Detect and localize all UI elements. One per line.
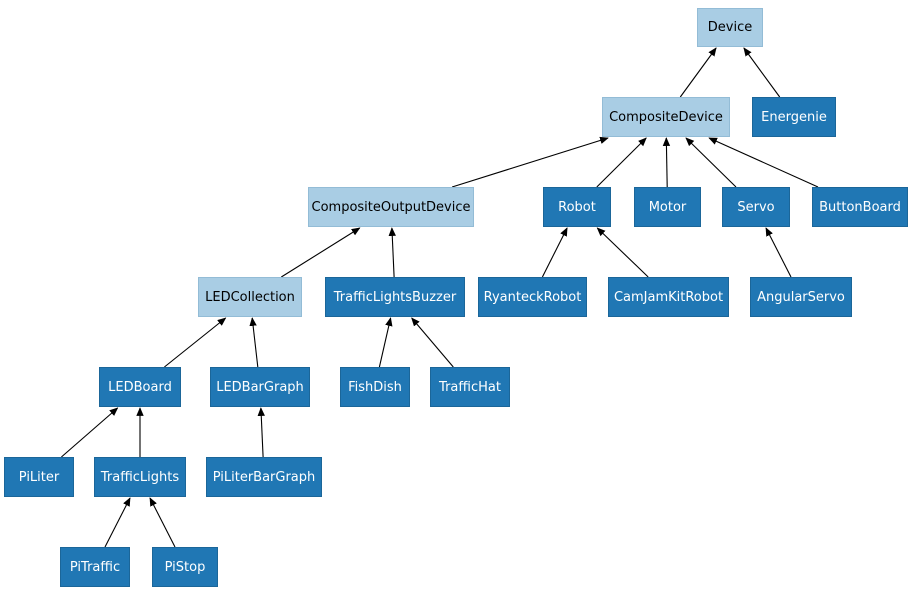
- node-TrafficLights: TrafficLights: [94, 457, 186, 497]
- node-LEDBoard: LEDBoard: [99, 367, 181, 407]
- node-label: CamJamKitRobot: [613, 289, 724, 305]
- node-TrafficLightsBuzzer: TrafficLightsBuzzer: [325, 277, 465, 317]
- node-PiLiterBarGraph: PiLiterBarGraph: [206, 457, 322, 497]
- node-FishDish: FishDish: [340, 367, 410, 407]
- node-TrafficHat: TrafficHat: [430, 367, 510, 407]
- node-label: FishDish: [348, 379, 402, 395]
- node-Device: Device: [697, 8, 763, 47]
- node-label: ButtonBoard: [819, 199, 901, 215]
- node-Robot: Robot: [543, 187, 611, 227]
- node-label: PiLiter: [18, 469, 60, 485]
- node-label: PiTraffic: [69, 559, 121, 575]
- node-PiLiter: PiLiter: [4, 457, 74, 497]
- node-label: TrafficLights: [100, 469, 180, 485]
- node-PiTraffic: PiTraffic: [60, 547, 130, 587]
- node-label: Device: [707, 20, 753, 35]
- node-label: LEDCollection: [205, 289, 295, 305]
- node-CompositeDevice: CompositeDevice: [602, 97, 730, 137]
- node-PiStop: PiStop: [152, 547, 218, 587]
- node-label: CompositeOutputDevice: [311, 199, 471, 215]
- node-label: Motor: [648, 199, 687, 215]
- node-label: Robot: [558, 199, 596, 215]
- node-label: Servo: [737, 199, 775, 215]
- node-label: Energenie: [761, 109, 827, 125]
- node-Energenie: Energenie: [752, 97, 836, 137]
- node-CamJamKitRobot: CamJamKitRobot: [608, 277, 729, 317]
- node-label: CompositeDevice: [609, 109, 723, 125]
- node-LEDBarGraph: LEDBarGraph: [210, 367, 310, 407]
- node-Servo: Servo: [722, 187, 790, 227]
- node-label: TrafficLightsBuzzer: [333, 289, 457, 305]
- node-label: PiStop: [164, 559, 206, 575]
- node-LEDCollection: LEDCollection: [198, 277, 302, 317]
- node-RyanteckRobot: RyanteckRobot: [478, 277, 587, 317]
- node-CompositeOutputDevice: CompositeOutputDevice: [308, 187, 474, 227]
- node-label: RyanteckRobot: [483, 289, 582, 305]
- node-AngularServo: AngularServo: [750, 277, 852, 317]
- node-ButtonBoard: ButtonBoard: [812, 187, 908, 227]
- node-label: LEDBoard: [108, 379, 172, 395]
- node-label: AngularServo: [757, 289, 845, 305]
- node-label: PiLiterBarGraph: [212, 469, 316, 485]
- node-label: LEDBarGraph: [216, 379, 304, 395]
- node-label: TrafficHat: [439, 379, 501, 395]
- node-Motor: Motor: [634, 187, 701, 227]
